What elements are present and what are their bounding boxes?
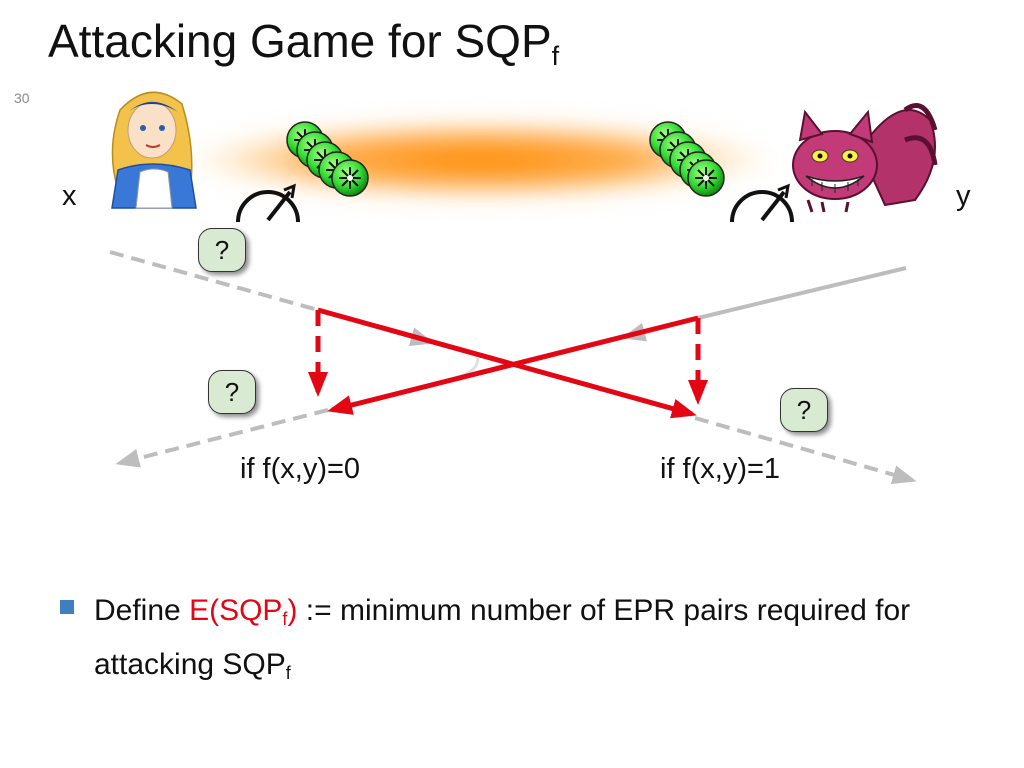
output-right-dashed xyxy=(694,416,917,484)
red-cross-line-1 xyxy=(317,307,697,419)
query-mark-left: ? xyxy=(208,370,256,414)
highlight-main: E(SQP xyxy=(189,594,283,627)
bullet-highlight: E(SQPf) xyxy=(189,594,298,629)
path-from-x-dashed xyxy=(109,250,319,312)
highlight-close: ) xyxy=(287,594,298,627)
alice-figure xyxy=(111,91,197,209)
slide-number: 30 xyxy=(14,90,30,106)
condition-left: if f(x,y)=0 xyxy=(240,453,361,485)
bullet-marker xyxy=(60,600,74,614)
red-cross-line-2 xyxy=(327,315,699,415)
green-star-qubit-icon xyxy=(331,159,369,197)
attack-paths xyxy=(308,307,708,419)
condition-right: if f(x,y)=1 xyxy=(660,453,781,485)
output-left-dashed xyxy=(115,408,329,468)
title-main: Attacking Game for SQP xyxy=(48,15,552,67)
green-star-qubit-icon xyxy=(687,159,725,197)
label-y: y xyxy=(956,180,971,212)
cheshire-cat-figure xyxy=(792,103,938,213)
query-mark-right: ? xyxy=(780,388,828,432)
highlight-subscript: f xyxy=(282,609,288,629)
path-from-y-solid xyxy=(697,266,907,320)
bullet-prefix: Define xyxy=(94,594,190,627)
measurement-meter-icon-left xyxy=(236,184,300,224)
title-subscript: f xyxy=(551,41,560,71)
bullet-text: Define E(SQPf) := minimum number of EPR … xyxy=(94,588,954,696)
measurement-meter-icon-right xyxy=(730,184,794,224)
bullet-subscript: f xyxy=(285,663,291,683)
slide-title: Attacking Game for SQPf xyxy=(48,14,559,72)
bullet-body: := minimum number of EPR pairs required … xyxy=(94,594,911,681)
label-x: x xyxy=(62,180,77,212)
query-mark-top: ? xyxy=(198,228,246,272)
